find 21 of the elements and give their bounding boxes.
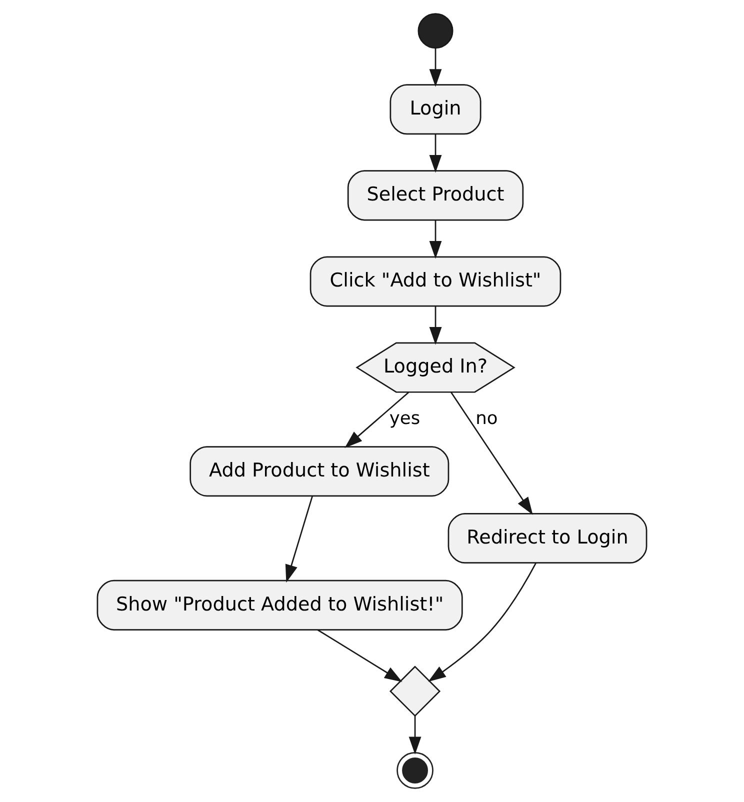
node-circle [418,13,454,49]
node-box: Add Product to Wishlist [190,446,450,497]
node-box: Login [390,84,482,135]
arrow [317,629,402,682]
arrow [408,716,422,754]
arrow [428,562,537,682]
arrow [429,48,442,87]
edge-label: yes [389,409,420,430]
arrow [429,306,442,345]
arrow [429,134,442,173]
node-box: Click "Add to Wishlist" [310,256,562,307]
node-diamond [389,666,441,717]
arrow [450,392,533,515]
node-box: Show "Product Added to Wishlist!" [96,580,463,630]
arrow [344,392,410,448]
node-bullseye [396,752,434,789]
edge-label: no [476,409,498,430]
arrow [429,220,442,259]
node-box: Redirect to Login [448,513,648,564]
arrow [285,496,313,583]
node-box: Select Product [347,170,524,221]
